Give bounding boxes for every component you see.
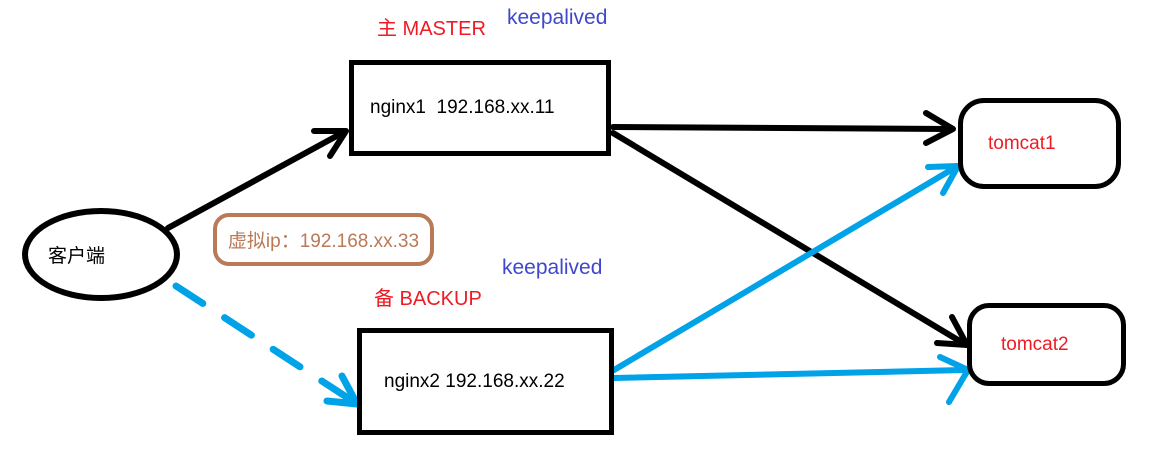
edge-arrowhead: [937, 354, 971, 405]
virtual-ip-label: 虚拟ip：192.168.xx.33: [227, 231, 420, 252]
nginx2-node: nginx2 192.168.xx.22: [357, 328, 614, 435]
client-label: 客户端: [48, 246, 106, 267]
edge-shaft: [165, 129, 347, 231]
nginx1-label: nginx1 192.168.xx.11: [370, 97, 555, 118]
master-label: 主 MASTER: [377, 18, 486, 40]
tomcat1-node: tomcat1: [958, 98, 1121, 189]
edge-client-to-nginx1: [165, 128, 349, 231]
edge-shaft: [611, 367, 967, 381]
virtual-ip-node: 虚拟ip：192.168.xx.33: [213, 213, 434, 266]
keepalived-bottom-label: keepalived: [502, 256, 603, 279]
edge-arrowhead: [923, 110, 956, 146]
edge-shaft: [172, 282, 358, 406]
tomcat2-node: tomcat2: [967, 303, 1126, 386]
edge-shaft: [610, 130, 966, 346]
nginx2-label: nginx2 192.168.xx.22: [384, 370, 565, 392]
edge-nginx1-to-tomcat1: [610, 110, 956, 146]
tomcat1-label: tomcat1: [988, 132, 1056, 154]
edge-nginx2-to-tomcat1: [611, 163, 961, 373]
edge-nginx1-to-tomcat2: [610, 130, 970, 348]
backup-label: 备 BACKUP: [374, 288, 482, 310]
nginx1-node: nginx1 192.168.xx.11: [349, 60, 611, 156]
keepalived-top-label: keepalived: [507, 6, 608, 29]
client-node: 客户端: [22, 208, 180, 301]
edge-nginx2-to-tomcat2: [611, 354, 971, 405]
tomcat2-label: tomcat2: [1001, 333, 1069, 355]
edge-client-to-nginx2: [172, 282, 361, 408]
edge-arrowhead: [311, 128, 349, 159]
edge-shaft: [611, 164, 959, 373]
edge-shaft: [610, 124, 953, 132]
